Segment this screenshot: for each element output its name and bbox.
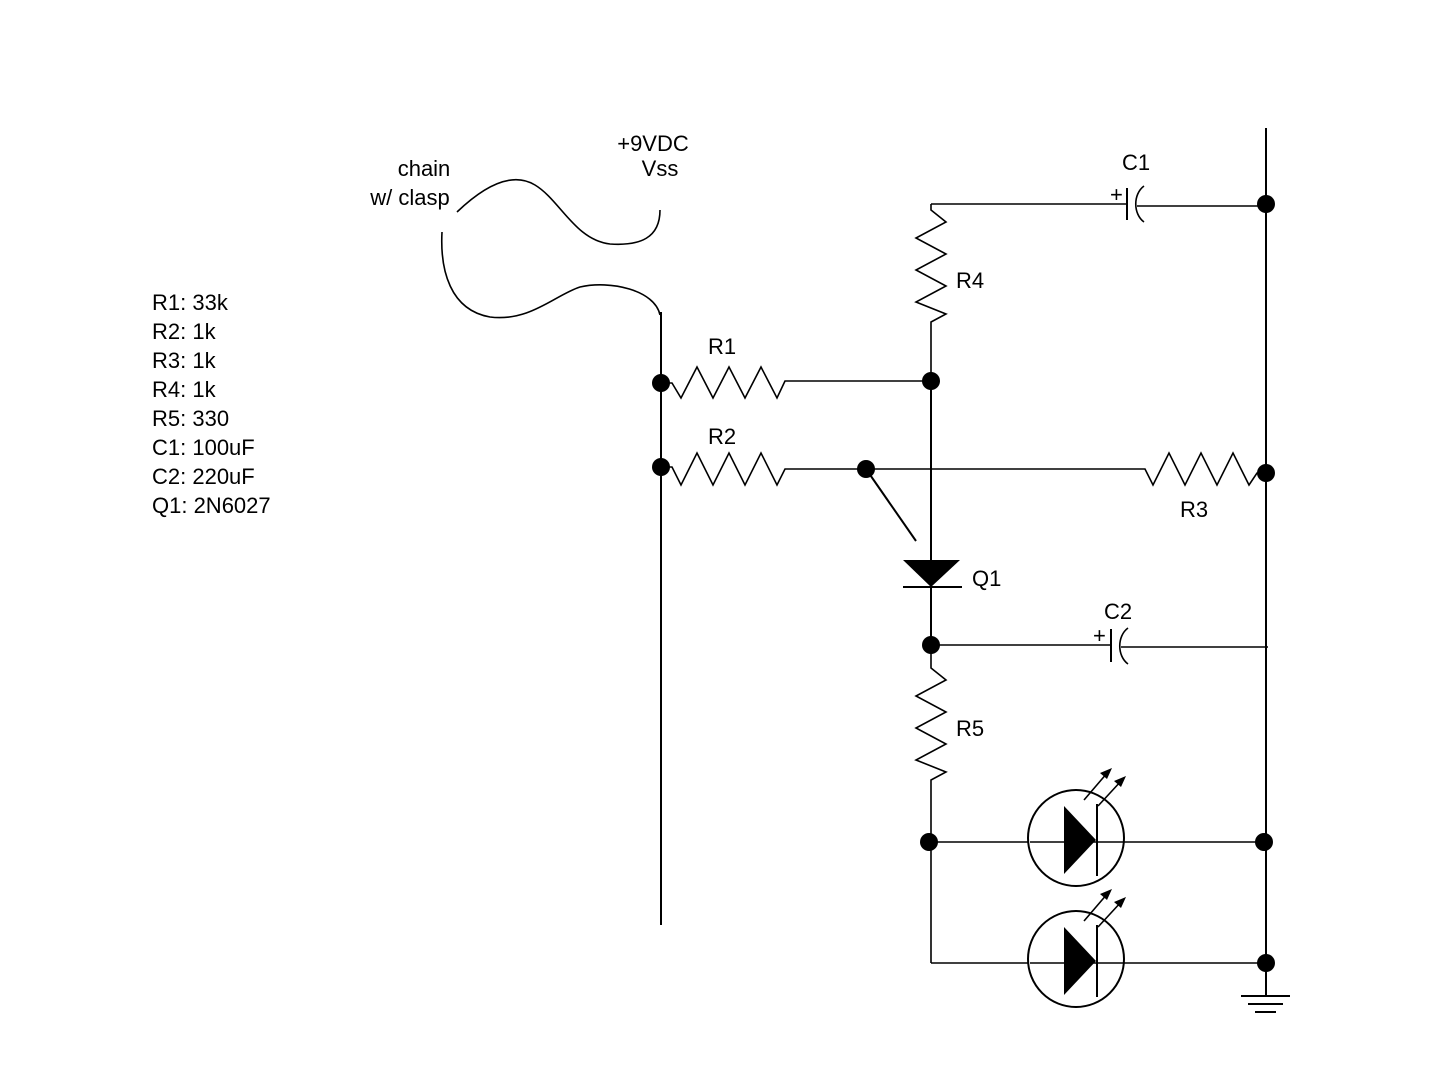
resistor-r4 [914,204,948,381]
chain-label-line1: chain [398,156,451,181]
parts-list-item: R2: 1k [152,319,216,344]
parts-list-item: R5: 330 [152,406,230,431]
supply-voltage-label: +9VDC [617,131,689,156]
parts-list-item: C2: 220uF [152,464,255,489]
c2-plus: + [1093,623,1106,648]
parts-list-item: R1: 33k [152,290,228,315]
c2-label: C2 [1104,599,1132,624]
r5-label: R5 [956,716,984,741]
c1-label: C1 [1122,150,1150,175]
parts-list-item: Q1: 2N6027 [152,493,271,518]
r1-label: R1 [708,334,736,359]
chain-label-line2: w/ clasp [369,185,449,210]
led-1 [931,768,1266,887]
resistor-r2 [661,451,866,487]
capacitor-c2: + [931,623,1268,665]
r3-label: R3 [1180,497,1208,522]
capacitor-c1: + [931,182,1266,223]
r4-label: R4 [956,268,984,293]
led-2 [931,889,1266,1008]
r2-label: R2 [708,424,736,449]
parts-list-item: R4: 1k [152,377,216,402]
parts-list: R1: 33k R2: 1k R3: 1k R4: 1k R5: 330 C1:… [152,288,271,520]
chain-wire [440,179,661,319]
q1-label: Q1 [972,566,1001,591]
resistor-r3 [866,451,1266,487]
resistor-r1 [661,365,931,400]
parts-list-item: C1: 100uF [152,435,255,460]
parts-list-item: R3: 1k [152,348,216,373]
transistor-q1 [865,381,962,645]
supply-name-label: Vss [642,156,679,181]
resistor-r5 [914,645,948,963]
junction-dots [652,195,1275,972]
c1-plus: + [1110,182,1123,207]
